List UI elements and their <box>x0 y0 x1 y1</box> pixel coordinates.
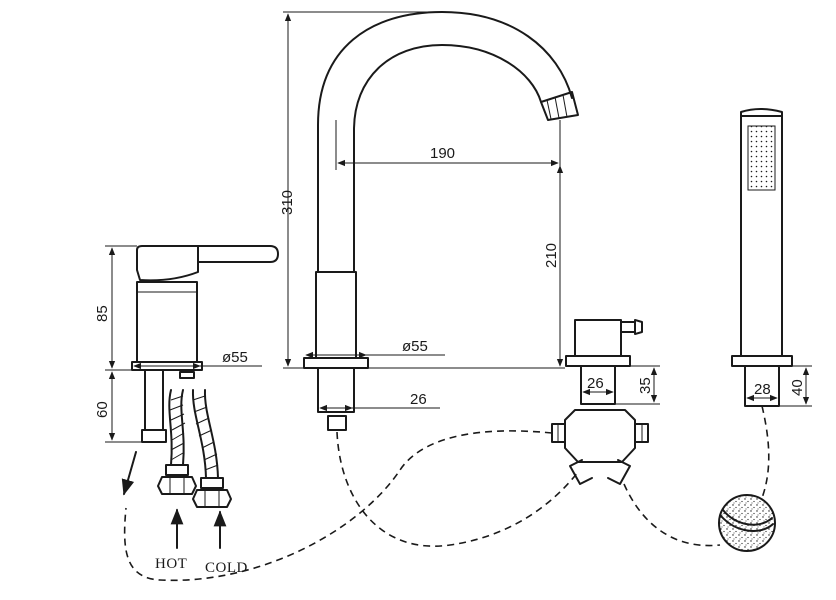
flow-arrows <box>121 451 227 549</box>
dim-310: 310 <box>279 190 296 215</box>
dim-190: 190 <box>430 145 455 162</box>
diverter-valve <box>551 319 649 485</box>
hot-connector <box>157 464 197 495</box>
hose-ball-weight <box>718 494 776 552</box>
dim-60: 60 <box>94 401 111 418</box>
dim-210: 210 <box>543 243 560 268</box>
dim-35: 35 <box>637 377 654 394</box>
cold-connector <box>192 477 232 508</box>
left-mixer-dimensions: 85 60 ø55 <box>94 245 262 443</box>
dashed-hoses <box>123 405 770 582</box>
spout-dimensions: 310 190 210 ø55 26 <box>279 11 565 412</box>
lever-mixer <box>131 245 279 443</box>
dim-26-spout: 26 <box>410 391 427 408</box>
valve-dimensions: 26 35 <box>582 365 660 405</box>
dim-85: 85 <box>94 305 111 322</box>
shower-dimensions: 28 40 <box>746 365 812 407</box>
cold-label: COLD <box>205 560 248 576</box>
dim-40: 40 <box>789 379 806 396</box>
dim-28: 28 <box>754 381 771 398</box>
spout <box>303 11 579 431</box>
dim-55-left: ø55 <box>222 349 248 366</box>
dim-26-valve: 26 <box>587 375 604 392</box>
hot-label: HOT <box>155 556 187 572</box>
outlet-arrow <box>121 451 137 496</box>
braided-hoses <box>157 389 232 508</box>
hand-shower <box>731 108 793 407</box>
spray-face <box>747 125 776 191</box>
dim-55-spout: ø55 <box>402 338 428 355</box>
